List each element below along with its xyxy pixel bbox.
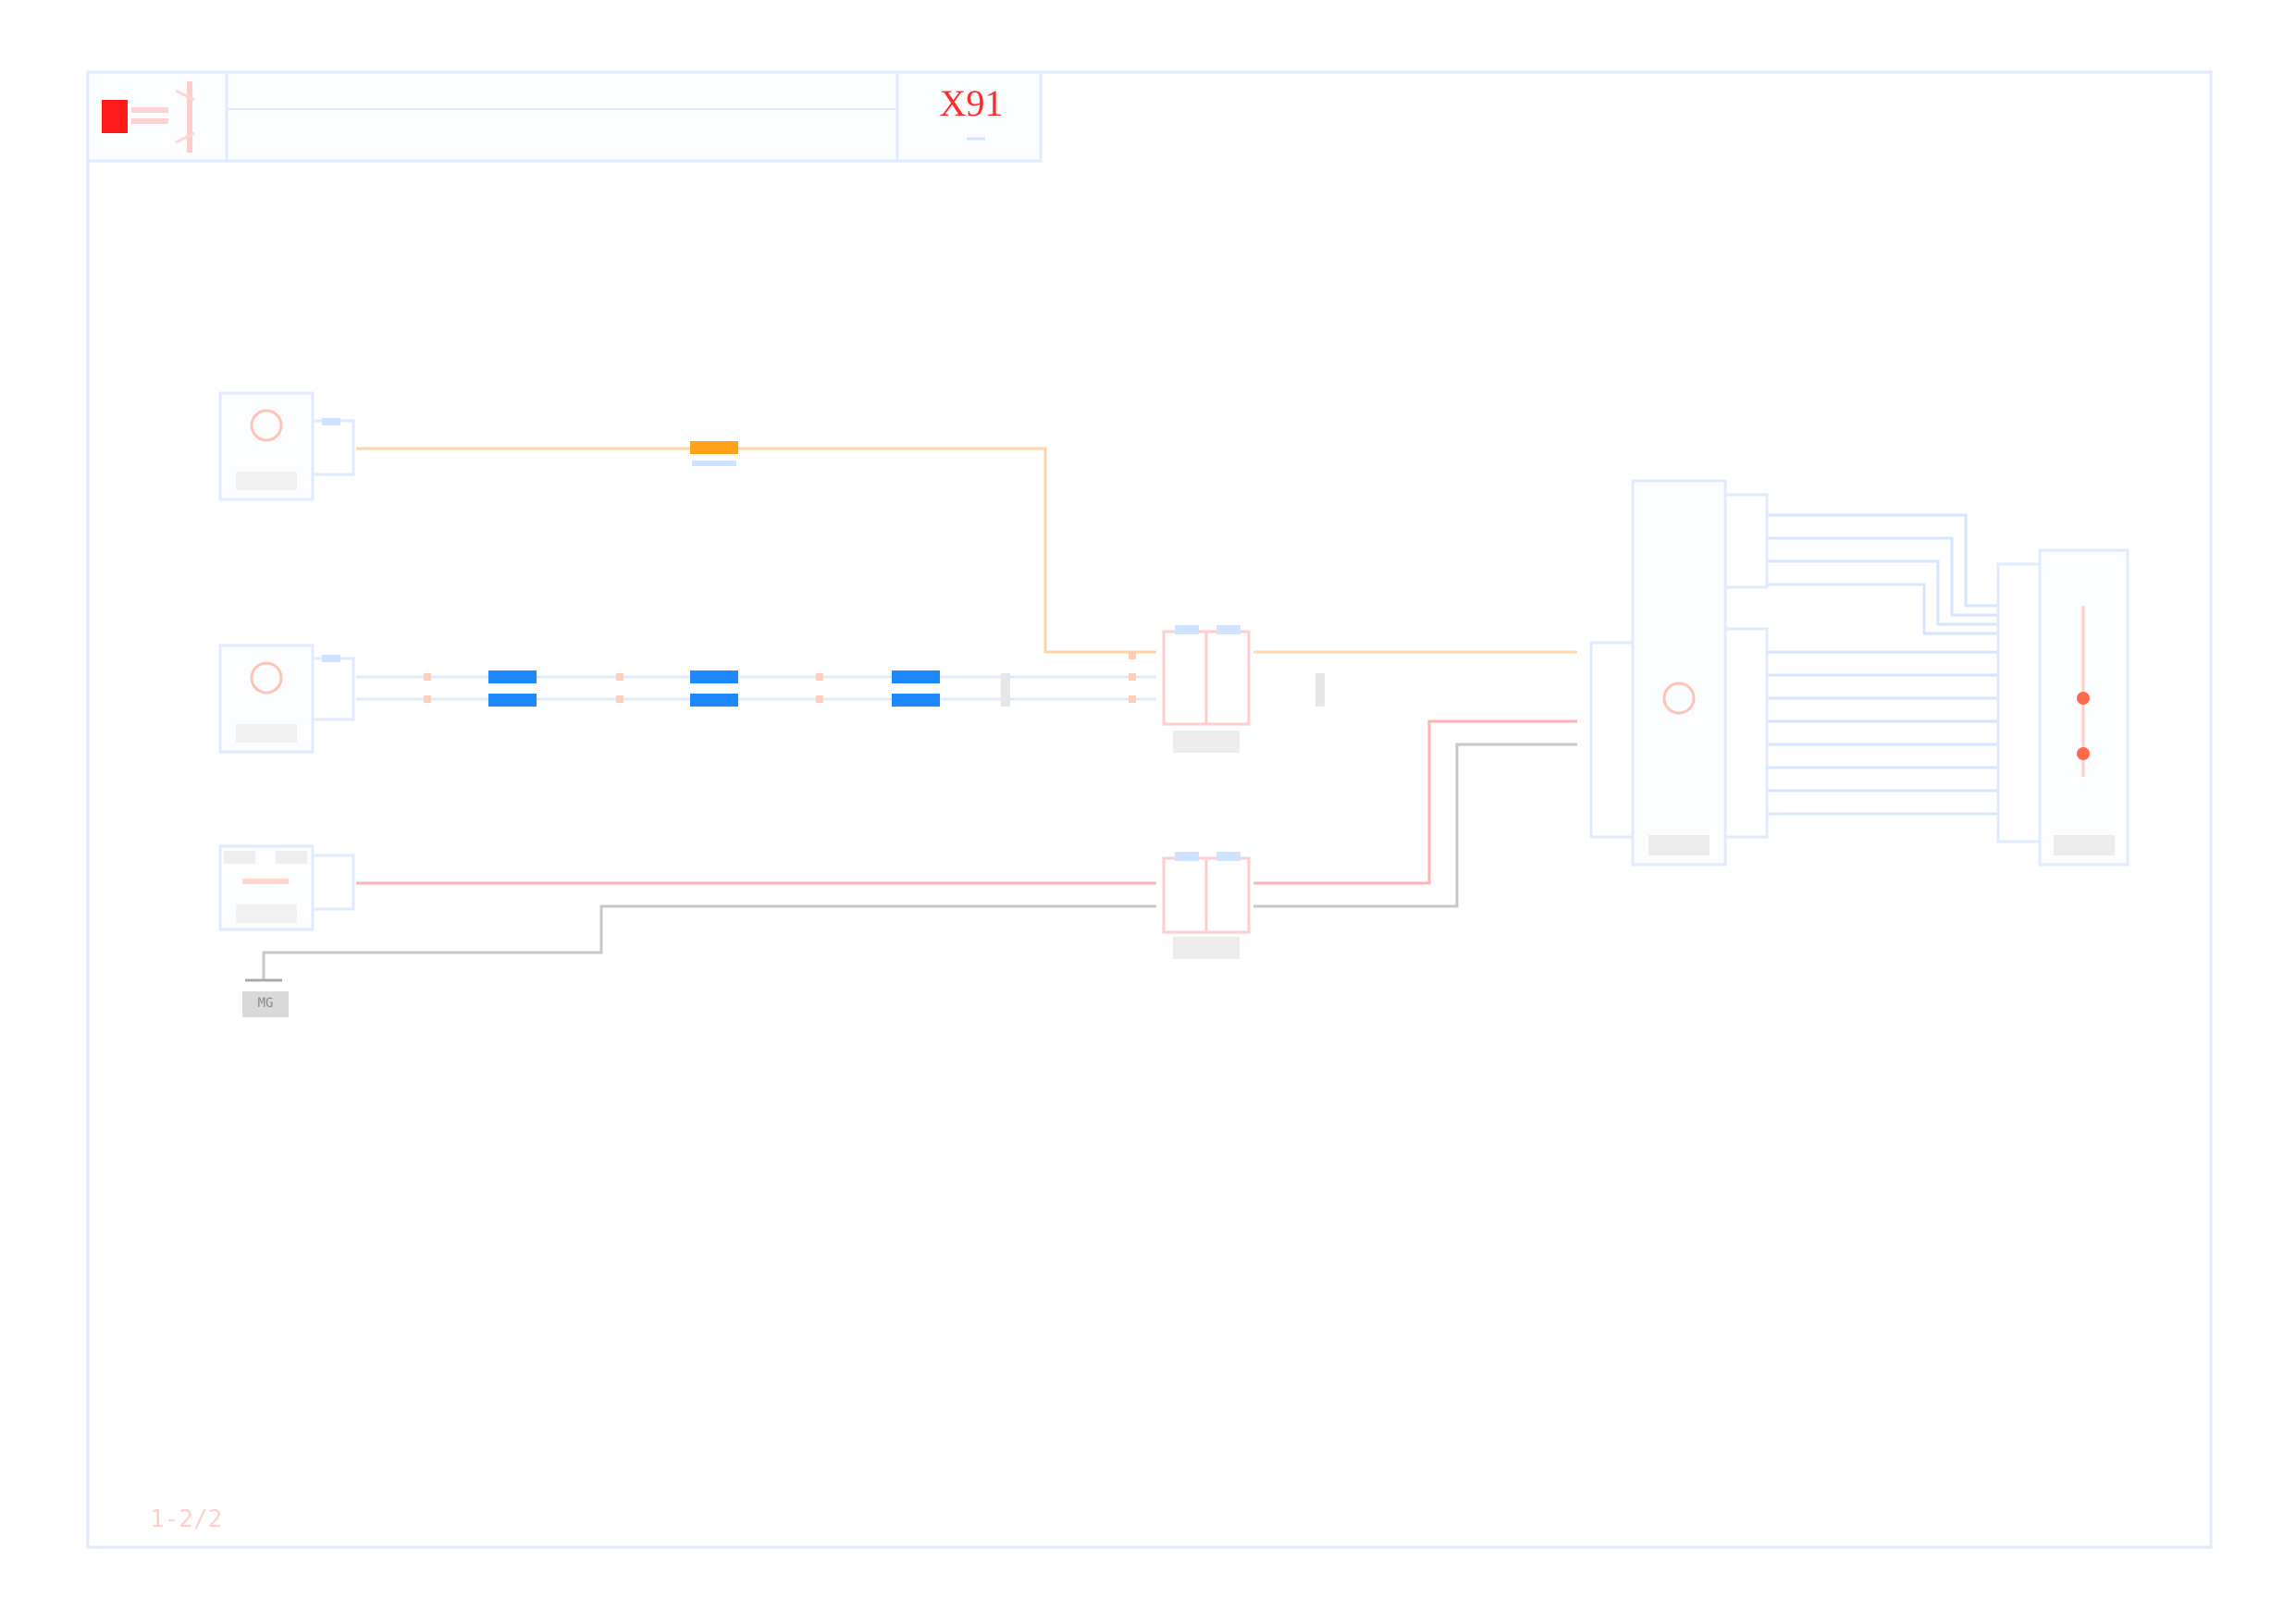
page-corner-label: 1-2/2 xyxy=(150,1506,223,1533)
bus-wires-lower xyxy=(1767,650,1998,816)
title-block-frame xyxy=(86,70,1043,163)
sensor-icon xyxy=(250,409,283,442)
sheet-code: X91 xyxy=(939,82,1004,124)
switch-bottom xyxy=(218,844,355,931)
inline-connector-1 xyxy=(488,670,537,707)
brand-logo-icon xyxy=(102,81,195,153)
fuse-orange xyxy=(690,441,738,454)
inline-connector-3 xyxy=(892,670,940,707)
ground-label: MG xyxy=(257,996,274,1011)
ecu-icon xyxy=(1662,682,1696,715)
inline-connector-2 xyxy=(690,670,738,707)
junction-block-upper xyxy=(1162,625,1251,753)
sensor-icon xyxy=(250,661,283,695)
sheet-frame xyxy=(86,70,2213,1549)
bus-wires-upper xyxy=(1767,513,1998,635)
right-module xyxy=(1996,548,2129,867)
wire-orange-1 xyxy=(356,447,1156,654)
wire-red xyxy=(356,719,1577,885)
sensor-top xyxy=(218,391,355,501)
sensor-middle xyxy=(218,644,355,754)
ecu-module xyxy=(1589,479,1769,867)
wire-chain-middle xyxy=(356,675,1156,701)
junction-block-lower xyxy=(1162,852,1251,959)
title-block xyxy=(86,70,1043,163)
ground-symbol xyxy=(242,978,289,1017)
wire-grey xyxy=(262,743,1577,980)
